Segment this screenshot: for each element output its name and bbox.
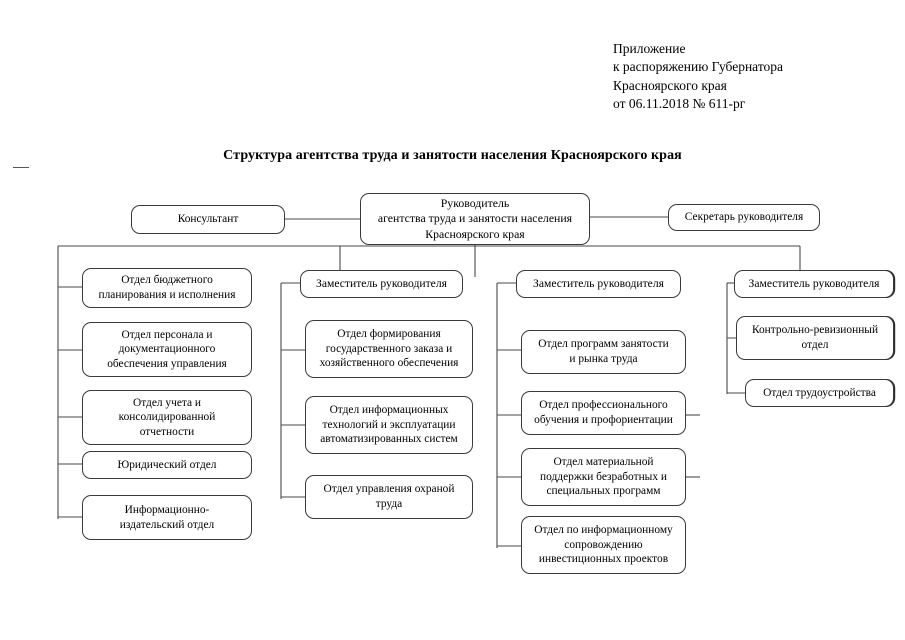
node-state-procurement[interactable]: Отдел формирования государственного зака…: [305, 320, 473, 378]
page-title: Структура агентства труда и занятости на…: [223, 148, 682, 163]
node-deputy-2[interactable]: Заместитель руководителя: [516, 270, 681, 298]
node-publishing-department[interactable]: Информационно- издательский отдел: [82, 495, 252, 540]
node-investment-projects[interactable]: Отдел по информационному сопровождению и…: [521, 516, 686, 574]
node-accounting-reporting[interactable]: Отдел учета и консолидированной отчетнос…: [82, 390, 252, 445]
node-root[interactable]: Руководитель агентства труда и занятости…: [360, 193, 590, 245]
node-vocational-training[interactable]: Отдел профессионального обучения и профо…: [521, 391, 686, 435]
document-header: Приложение к распоряжению Губернатора Кр…: [613, 40, 893, 114]
header-line-4: от 06.11.2018 № 611-рг: [613, 96, 746, 112]
node-it-department-label: Отдел информационных технологий и эксплу…: [320, 404, 458, 446]
node-publishing-department-label: Информационно- издательский отдел: [119, 503, 215, 531]
node-audit-department[interactable]: Контрольно-ревизионный отдел: [736, 316, 894, 360]
node-unemployment-support-label: Отдел материальной поддержки безработных…: [540, 456, 667, 498]
node-employment-programs[interactable]: Отдел программ занятости и рынка труда: [521, 330, 686, 374]
node-state-procurement-label: Отдел формирования государственного зака…: [319, 328, 459, 370]
margin-tick-mark: [13, 167, 29, 168]
node-secretary-label: Секретарь руководителя: [684, 211, 804, 224]
node-legal-department[interactable]: Юридический отдел: [82, 451, 252, 479]
header-line-2: к распоряжению Губернатора: [613, 59, 784, 75]
node-it-department[interactable]: Отдел информационных технологий и эксплу…: [305, 396, 473, 454]
node-consultant-label: Консультант: [177, 213, 239, 226]
node-employment-programs-label: Отдел программ занятости и рынка труда: [538, 338, 669, 365]
header-line-3: Красноярского края: [613, 77, 727, 93]
node-deputy-3-label: Заместитель руководителя: [748, 276, 880, 290]
node-secretary[interactable]: Секретарь руководителя: [668, 204, 820, 231]
header-line-1: Приложение: [613, 41, 686, 56]
node-legal-department-label: Юридический отдел: [117, 458, 217, 471]
node-labor-protection[interactable]: Отдел управления охраной труда: [305, 475, 473, 519]
node-labor-protection-label: Отдел управления охраной труда: [323, 483, 455, 510]
node-personnel-docs[interactable]: Отдел персонала и документационного обес…: [82, 322, 252, 377]
node-audit-department-label: Контрольно-ревизионный отдел: [751, 324, 879, 351]
node-deputy-1-label: Заместитель руководителя: [316, 276, 447, 290]
node-job-placement-label: Отдел трудоустройства: [763, 386, 876, 399]
node-deputy-1[interactable]: Заместитель руководителя: [300, 270, 463, 298]
node-budget-planning[interactable]: Отдел бюджетного планирования и исполнен…: [82, 268, 252, 308]
node-personnel-docs-label: Отдел персонала и документационного обес…: [107, 328, 227, 370]
node-investment-projects-label: Отдел по информационному сопровождению и…: [534, 524, 673, 566]
node-accounting-reporting-label: Отдел учета и консолидированной отчетнос…: [118, 396, 216, 438]
node-deputy-2-label: Заместитель руководителя: [533, 276, 664, 290]
node-budget-planning-label: Отдел бюджетного планирования и исполнен…: [98, 274, 236, 301]
node-vocational-training-label: Отдел профессионального обучения и профо…: [534, 399, 673, 426]
node-consultant[interactable]: Консультант: [131, 205, 285, 234]
node-root-label: Руководитель агентства труда и занятости…: [377, 195, 573, 241]
node-job-placement[interactable]: Отдел трудоустройства: [745, 379, 894, 407]
node-deputy-3[interactable]: Заместитель руководителя: [734, 270, 894, 298]
node-unemployment-support[interactable]: Отдел материальной поддержки безработных…: [521, 448, 686, 506]
